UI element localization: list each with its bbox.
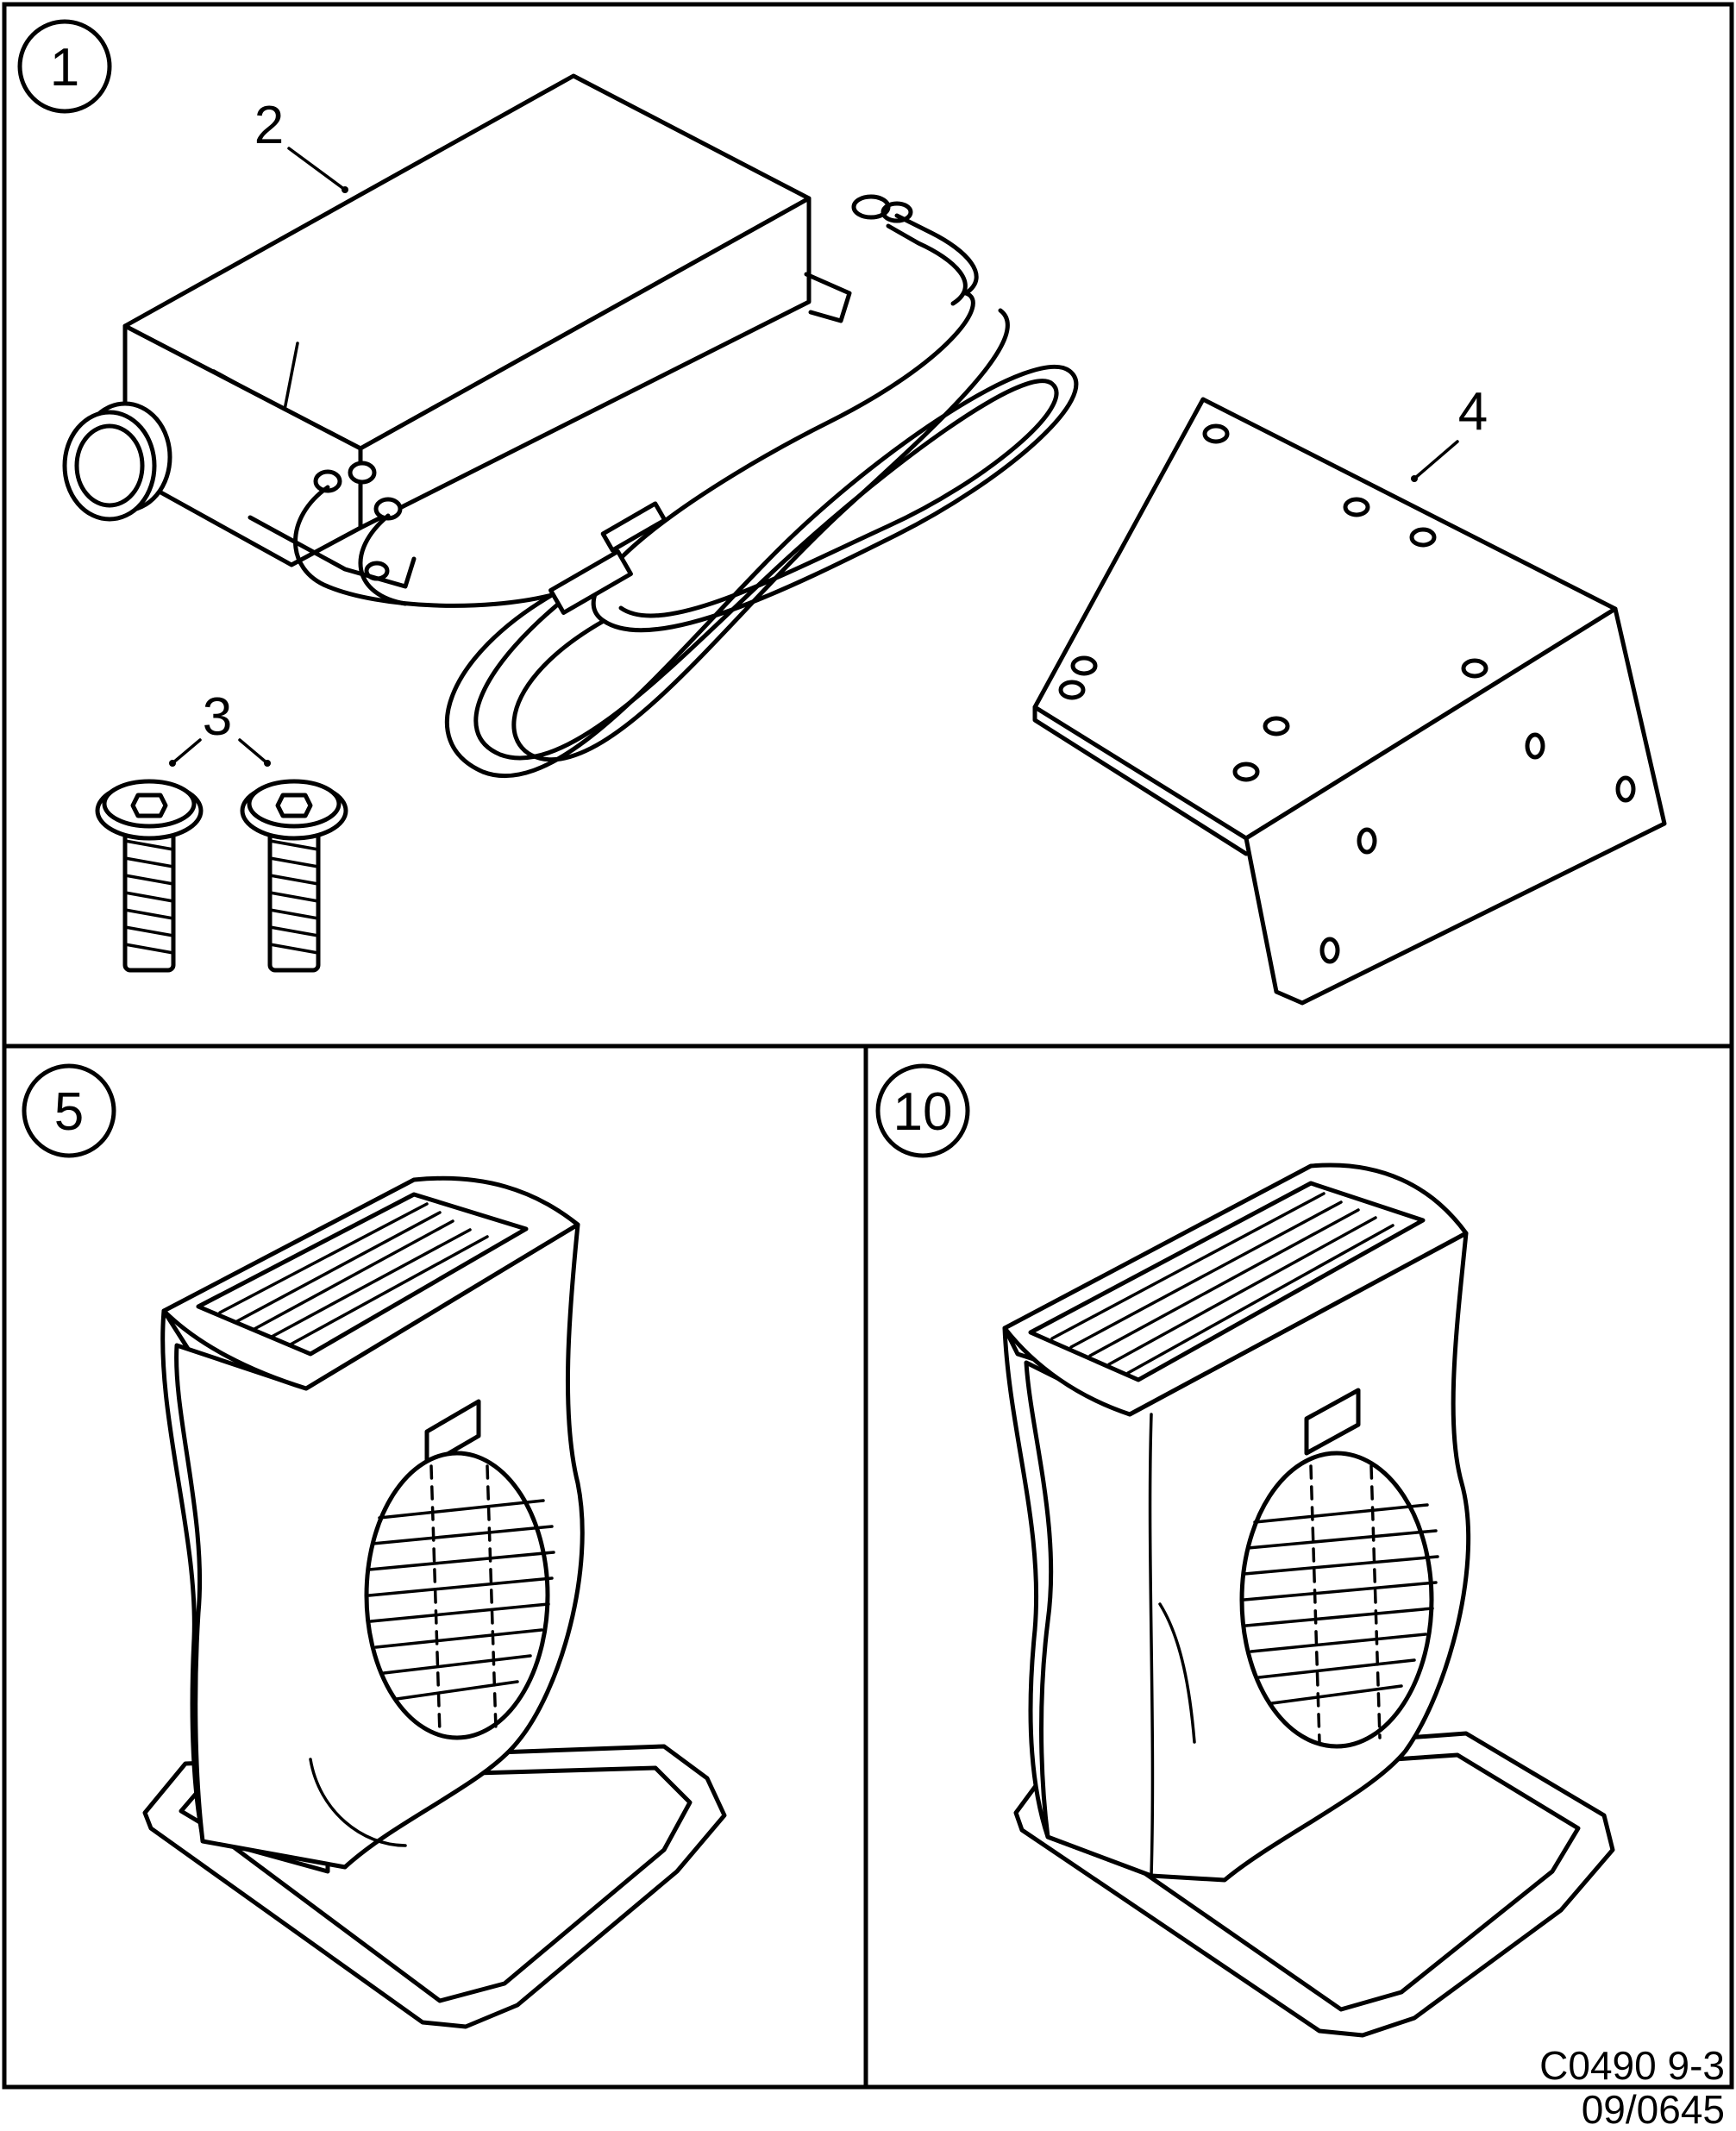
heater-5-drawing [142,1175,727,2029]
panel-10-callout-circle [875,1063,970,1158]
panel-10: 10 [875,1063,1615,2038]
leader-screw-left [171,738,202,765]
doc-number: 09/0645 [1582,2087,1725,2131]
part-label-control-unit: 2 [254,96,284,155]
panel-1-callout-circle [17,19,112,114]
panel-1: 1 [17,19,1667,1006]
leader-control-unit [287,147,347,191]
leader-bracket [1413,440,1459,480]
panel-5-callout: 5 [54,1082,84,1142]
leader-screw-right [238,738,269,765]
part-label-screws: 3 [203,687,232,747]
figure-code: C0490 9-3 [1539,2043,1725,2088]
panel-1-callout: 1 [50,38,79,97]
panel-5-callout-circle [22,1063,116,1158]
heater-10-drawing [1002,1163,1615,2038]
panel-5: 5 [22,1063,727,2029]
part-label-bracket: 4 [1458,382,1488,442]
screw-left [95,779,204,973]
panel-10-callout: 10 [893,1082,953,1142]
screw-right [240,779,348,973]
control-unit-drawing [62,73,1079,779]
bracket-drawing [1032,397,1667,1006]
